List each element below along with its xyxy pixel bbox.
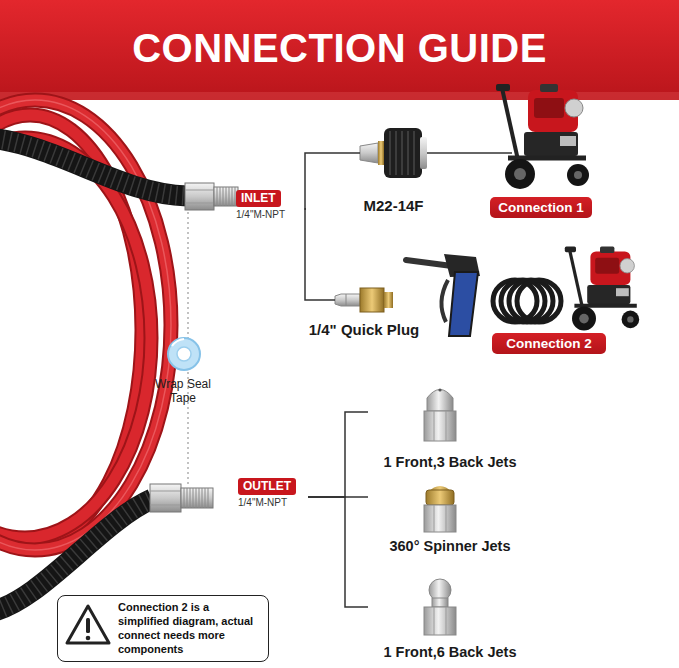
part-label: 1/4" Quick Plug — [309, 321, 419, 339]
pressure-washer — [496, 84, 589, 189]
outlet-fitting — [150, 491, 181, 492]
tape-guide-line — [187, 212, 188, 338]
seal-tape-roll — [168, 338, 200, 370]
outlet-fitting — [181, 488, 213, 508]
note-box: Connection 2 is a simplified diagram, ac… — [57, 595, 269, 662]
nozzle-spinner — [434, 505, 435, 532]
warning-icon — [67, 606, 109, 643]
quick-plug — [346, 294, 347, 306]
m22-coupler — [390, 131, 414, 175]
nozzle-part: 360° Spinner Jets — [368, 485, 532, 555]
seal-tape-roll — [168, 338, 200, 370]
outlet-fitting — [150, 484, 181, 512]
port-badge: OUTLET — [238, 478, 296, 495]
nozzle-part: 1 Front,6 Back Jets — [368, 578, 532, 661]
pressure-washer — [565, 247, 639, 331]
nozzle-front6-back — [446, 607, 447, 635]
seal-tape-roll — [177, 347, 191, 361]
warning-icon — [67, 606, 109, 643]
nozzle-front3-back — [424, 388, 456, 441]
nozzle-label: 1 Front,3 Back Jets — [384, 454, 517, 471]
header-band — [0, 0, 679, 100]
badge-text: Connection 2 — [492, 333, 606, 354]
m22-coupler — [420, 137, 427, 169]
m22-coupler — [360, 128, 427, 178]
part-label: M22-14F — [363, 197, 423, 215]
nozzle-label: 1 Front,6 Back Jets — [384, 644, 517, 661]
nozzle-front6-back — [434, 607, 435, 635]
quick-plug — [335, 288, 393, 312]
spray-gun — [449, 272, 478, 336]
outlet-port: OUTLET 1/4"M-NPT — [238, 476, 308, 508]
outlet-fitting — [150, 484, 213, 512]
connector-line — [305, 153, 360, 209]
inlet-fitting — [185, 203, 214, 204]
nozzle-spinner — [424, 486, 456, 532]
spray-gun — [406, 260, 452, 266]
nozzle-front3-back — [424, 411, 456, 441]
black-hose-sleeve — [0, 138, 187, 196]
connector-line — [308, 497, 368, 607]
nozzle-front3-back — [434, 411, 435, 441]
m22-coupler — [384, 128, 422, 178]
nozzle-front3-back — [427, 390, 453, 412]
inlet-fitting — [214, 187, 238, 206]
nozzle-front6-back — [424, 607, 456, 635]
hose-coil-small — [493, 280, 561, 322]
connection-badge: Connection 1 — [490, 197, 592, 218]
connection-1-line — [427, 152, 512, 154]
hose-coil-small — [517, 280, 561, 322]
outlet-fitting — [150, 505, 181, 506]
pressure-washer — [565, 247, 639, 331]
inlet-fitting — [185, 183, 214, 210]
nozzle-spinner — [446, 505, 447, 532]
page-title: CONNECTION GUIDE — [0, 24, 679, 72]
nozzle-spinner — [424, 505, 456, 532]
m22-coupler — [360, 143, 378, 163]
badge-text: Connection 1 — [490, 197, 592, 218]
quick-plug — [384, 292, 393, 308]
nozzle-front6-back — [424, 579, 456, 635]
thread-spec: 1/4"M-NPT — [236, 209, 306, 221]
black-hose-sleeve — [0, 138, 187, 196]
header-band — [0, 0, 679, 100]
nozzle-front3-back — [446, 411, 447, 441]
connection-1-line — [427, 153, 512, 154]
nozzle-part: 1 Front,3 Back Jets — [368, 383, 532, 471]
note-text: Connection 2 is a simplified diagram, ac… — [118, 600, 262, 656]
inlet-fitting — [185, 183, 238, 210]
text-label: Wrap Seal Tape — [143, 377, 223, 405]
quick-plug — [360, 288, 384, 312]
connection-badge: Connection 2 — [492, 333, 606, 354]
warning-icon — [86, 618, 90, 633]
inlet-port: INLET 1/4"M-NPT — [236, 188, 306, 220]
m22-coupler — [378, 141, 384, 165]
port-badge: INLET — [236, 190, 281, 207]
inlet-fitting — [185, 190, 214, 191]
nozzle-spinner — [426, 490, 454, 505]
connector-line — [305, 209, 335, 300]
nozzle-front3-back — [438, 388, 441, 391]
spray-gun — [441, 280, 448, 322]
connector-line — [308, 412, 368, 497]
warning-icon — [86, 636, 91, 641]
outlet-fitting — [184, 488, 208, 508]
nozzle-label: 360° Spinner Jets — [389, 538, 510, 555]
seal-tape-roll — [172, 339, 184, 346]
black-hose-sleeve — [0, 138, 187, 612]
thread-spec: 1/4"M-NPT — [238, 497, 308, 509]
plug-part: 1/4" Quick Plug — [335, 286, 393, 339]
nozzle-front6-back — [432, 598, 448, 607]
inlet-fitting — [217, 187, 235, 206]
quick-plug — [335, 294, 360, 306]
coupler-part: M22-14F — [360, 122, 427, 215]
pressure-washer — [496, 84, 589, 189]
